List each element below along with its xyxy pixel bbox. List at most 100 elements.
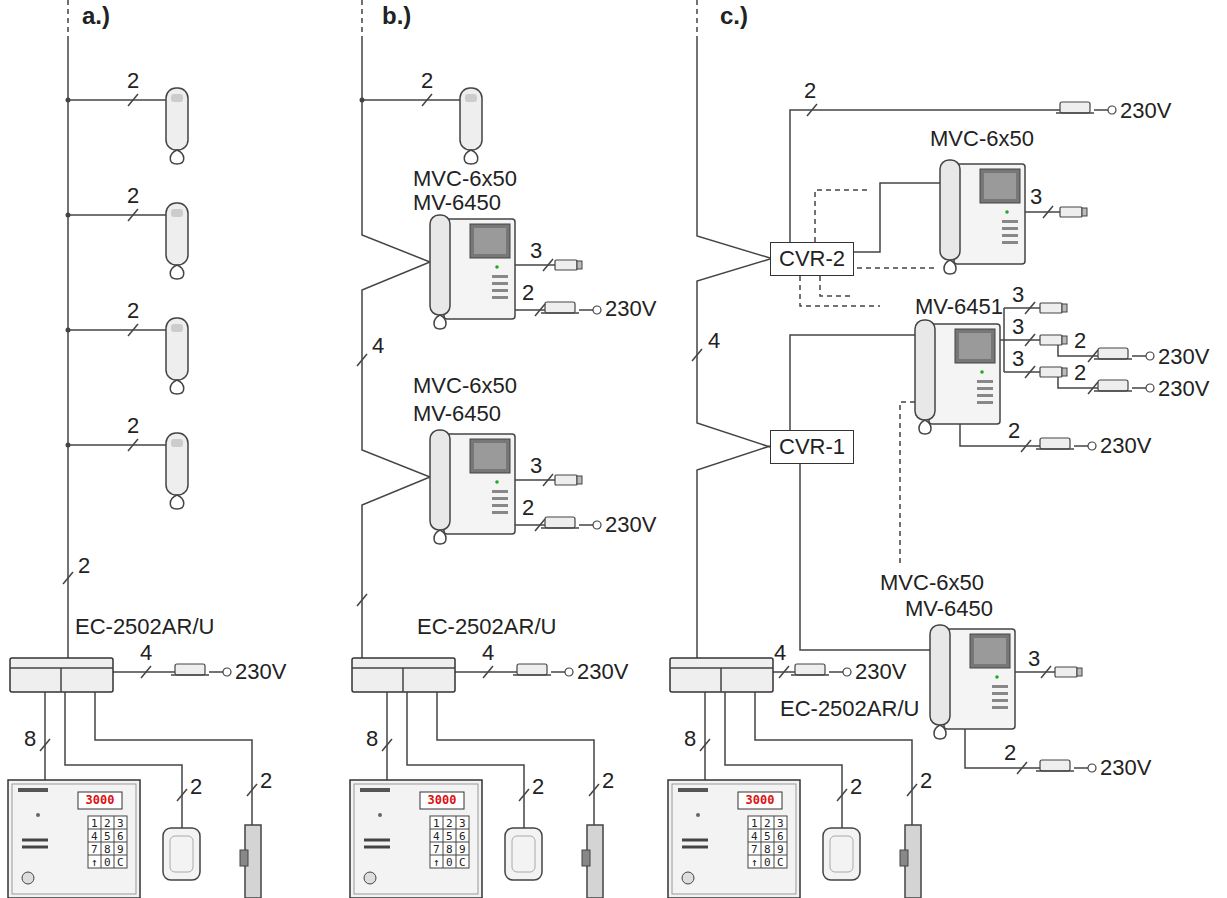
polyline-shape bbox=[900, 402, 915, 566]
wire-label: 3 bbox=[1012, 284, 1024, 306]
sl-symbol bbox=[807, 104, 817, 116]
wire-label: 3 bbox=[1012, 348, 1024, 370]
sl-symbol bbox=[1043, 206, 1053, 218]
bot-symbol bbox=[350, 658, 603, 898]
ps-symbol bbox=[171, 664, 231, 676]
wire-label: MVC-6x50 bbox=[413, 168, 517, 190]
sl-symbol bbox=[128, 439, 138, 451]
sl-symbol bbox=[535, 519, 545, 531]
polyline-shape bbox=[800, 464, 930, 650]
wire-label: 2 bbox=[260, 770, 272, 792]
sl-symbol bbox=[1041, 666, 1051, 678]
line-shape bbox=[68, 214, 166, 216]
device-box: CVR-2 bbox=[770, 242, 854, 276]
sl-symbol bbox=[1025, 366, 1035, 378]
wire-label: 2 bbox=[602, 770, 614, 792]
line-shape bbox=[113, 671, 175, 673]
line-shape bbox=[1015, 671, 1055, 673]
diagram-heading: c.) bbox=[720, 4, 748, 28]
mon-symbol bbox=[930, 625, 1015, 739]
wire-label: MVC-6x50 bbox=[413, 375, 517, 397]
wire-label: 2 bbox=[522, 282, 534, 304]
cam-symbol bbox=[1040, 303, 1067, 313]
sl-symbol bbox=[422, 94, 432, 106]
sl-symbol bbox=[1025, 334, 1035, 346]
ps-symbol bbox=[1036, 760, 1096, 772]
wire-label: 8 bbox=[24, 728, 36, 750]
cam-symbol bbox=[555, 260, 582, 270]
wire-label: 2 bbox=[850, 776, 862, 798]
wire-label: 2 bbox=[127, 185, 139, 207]
keypad-row: 789 bbox=[751, 843, 790, 856]
sl-symbol bbox=[357, 354, 367, 366]
sl-symbol bbox=[1088, 382, 1098, 394]
wire-label: 2 bbox=[421, 70, 433, 92]
wire-label: 2 bbox=[190, 776, 202, 798]
wire-label: MV-6450 bbox=[413, 403, 501, 425]
wire-label: 230V bbox=[605, 298, 656, 320]
keypad-row: ↑0C bbox=[91, 856, 130, 869]
wire-label: MV-6450 bbox=[905, 598, 993, 620]
wire-label: 230V bbox=[577, 661, 628, 683]
circle-shape bbox=[66, 213, 71, 218]
sl-symbol bbox=[63, 572, 73, 584]
wire-label: MVC-6x50 bbox=[880, 572, 984, 594]
diagram-heading: b.) bbox=[382, 4, 411, 28]
mon-symbol bbox=[430, 215, 515, 329]
wire-label: 4 bbox=[140, 642, 152, 664]
wire-label: 4 bbox=[774, 642, 786, 664]
wire-label: 3 bbox=[530, 240, 542, 262]
wire-label: 2 bbox=[1004, 742, 1016, 764]
wire-label: EC-2502AR/U bbox=[75, 616, 214, 638]
ps-symbol bbox=[541, 517, 601, 529]
polyline-shape bbox=[800, 276, 880, 306]
wire-label: 230V bbox=[1120, 100, 1171, 122]
ps-symbol bbox=[1036, 438, 1096, 450]
mon-symbol bbox=[430, 430, 515, 544]
wire-label: 4 bbox=[708, 330, 720, 352]
polyline-shape bbox=[820, 276, 850, 296]
wire-label: 8 bbox=[366, 728, 378, 750]
keypad-row: ↑0C bbox=[433, 856, 472, 869]
hs-symbol bbox=[166, 88, 188, 164]
sl-symbol bbox=[141, 666, 151, 678]
keypad-row: 123 bbox=[91, 817, 130, 830]
hs-symbol bbox=[166, 203, 188, 279]
wire-label: 4 bbox=[482, 642, 494, 664]
line-shape bbox=[67, 40, 69, 658]
display-readout: 3000 bbox=[420, 793, 464, 808]
wire-label: 2 bbox=[920, 770, 932, 792]
wire-label: 2 bbox=[127, 300, 139, 322]
wire-label: 230V bbox=[605, 514, 656, 536]
wire-label: 3 bbox=[1030, 186, 1042, 208]
polyline-shape bbox=[790, 335, 915, 430]
cam-symbol bbox=[1060, 207, 1087, 217]
keypad-row: 789 bbox=[91, 843, 130, 856]
polyline-shape bbox=[362, 40, 430, 658]
display-readout: 3000 bbox=[738, 793, 782, 808]
device-name: CVR-2 bbox=[779, 247, 845, 271]
line-shape bbox=[68, 329, 166, 331]
sl-symbol bbox=[357, 594, 367, 606]
keypad-row: ↑0C bbox=[751, 856, 790, 869]
wire-label: 2 bbox=[1074, 330, 1086, 352]
sl-symbol bbox=[1025, 302, 1035, 314]
sl-symbol bbox=[128, 324, 138, 336]
line-shape bbox=[848, 267, 935, 269]
wire-label: 2 bbox=[1008, 420, 1020, 442]
sl-symbol bbox=[543, 474, 553, 486]
sl-symbol bbox=[543, 259, 553, 271]
line-shape bbox=[68, 444, 166, 446]
wire-label: 2 bbox=[804, 80, 816, 102]
wire-label: EC-2502AR/U bbox=[417, 616, 556, 638]
wire-label: 3 bbox=[530, 455, 542, 477]
line-shape bbox=[696, 0, 698, 40]
polyline-shape bbox=[965, 729, 1040, 768]
wire-label: 230V bbox=[1100, 757, 1151, 779]
cam-symbol bbox=[1040, 367, 1067, 377]
wire-label: 2 bbox=[78, 555, 90, 577]
cam-symbol bbox=[1040, 335, 1067, 345]
circle-shape bbox=[66, 328, 71, 333]
bot-symbol bbox=[8, 658, 261, 898]
